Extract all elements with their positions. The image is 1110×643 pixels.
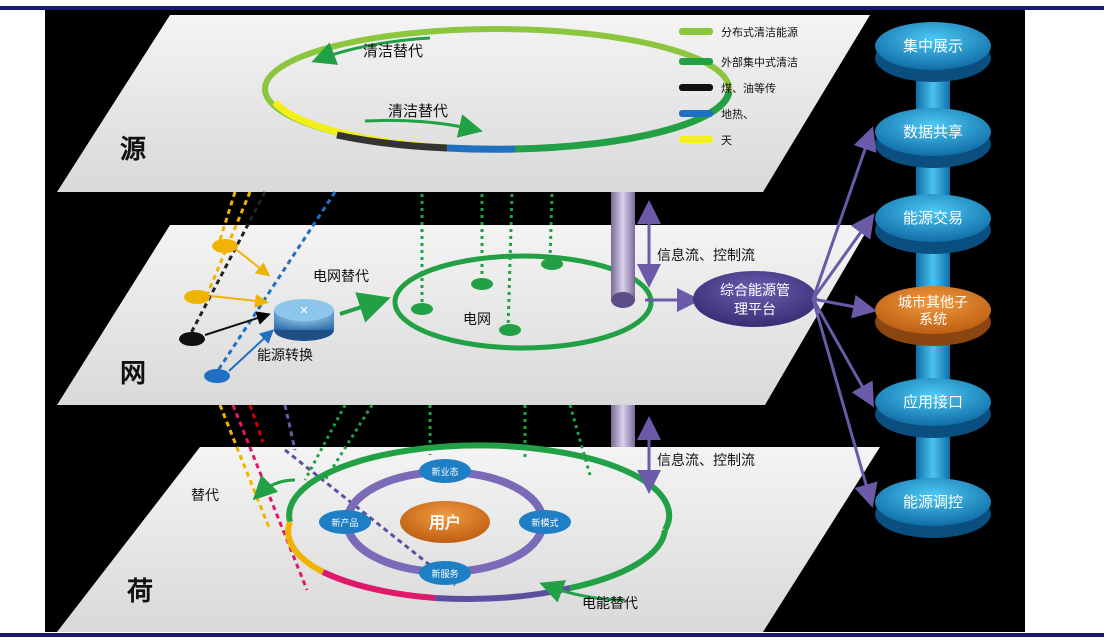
- load-substitution-left: 替代: [191, 488, 219, 504]
- column-item-label-0: 集中展示: [903, 37, 963, 55]
- source-plane: [57, 15, 870, 192]
- energy-conversion-label: 能源转换: [257, 347, 313, 364]
- layer-label-grid: 网: [120, 359, 146, 389]
- user-label: 用户: [429, 513, 461, 532]
- column-item-label-3-0: 城市其他子: [898, 294, 968, 311]
- satellite-nodes: [319, 459, 571, 585]
- grid-source-arrows: [204, 249, 274, 372]
- source-ring-label-top: 清洁替代: [363, 42, 423, 60]
- legend-label-3: 地热、: [721, 108, 754, 121]
- platform-to-column-arrows: [811, 126, 878, 508]
- grid-substitution-arrow: [339, 292, 391, 323]
- platform-arrow-2: [812, 294, 877, 319]
- platform-arrow-0: [811, 126, 877, 300]
- column-item-5: 能源调控: [875, 478, 991, 538]
- grid-ring-nodes: [411, 258, 563, 336]
- grid-substitution-label: 电网替代: [313, 269, 369, 285]
- grid-ring: [392, 253, 654, 351]
- info-flow-label-grid: 信息流、控制流: [657, 247, 755, 264]
- column-item-0: 集中展示: [875, 22, 991, 82]
- energy-platform-line1: 综合能源管: [720, 283, 790, 299]
- energy-platform-line2: 理平台: [734, 302, 776, 318]
- satellite-left: 新产品: [331, 517, 358, 529]
- energy-platform: [693, 271, 817, 327]
- legend-label-0: 分布式清洁能源: [721, 25, 798, 39]
- column-item-label-3-1: 系统: [919, 312, 947, 328]
- legend-swatch-2: [679, 84, 713, 91]
- column-item-label-4: 应用接口: [903, 393, 963, 411]
- load-left-arrow: [252, 474, 296, 501]
- legend-swatch-0: [679, 28, 713, 35]
- layer-label-load: 荷: [127, 577, 153, 607]
- grid-source-nodes: [179, 239, 238, 383]
- grid-to-load-lines: [218, 404, 592, 591]
- svg-text:✕: ✕: [299, 304, 308, 317]
- legend-label-1: 外部集中式清洁: [721, 55, 798, 69]
- info-flow-label-load: 信息流、控制流: [657, 452, 755, 469]
- top-rule: [0, 6, 1104, 10]
- satellite-right: 新模式: [531, 517, 558, 529]
- satellite-bottom: 新服务: [431, 568, 458, 580]
- electric-sub-arrow: [539, 580, 626, 603]
- column-item-label-2: 能源交易: [903, 209, 963, 227]
- platform-arrow-3: [811, 298, 874, 408]
- user-node: [400, 501, 490, 543]
- column-item-2: 能源交易: [875, 194, 991, 254]
- platform-arrow-4: [811, 298, 878, 508]
- legend-swatch-4: [679, 136, 713, 143]
- platform-arrow-1: [811, 213, 875, 300]
- legend-swatch-3: [679, 110, 713, 117]
- column-item-label-5: 能源调控: [903, 493, 963, 511]
- bottom-rule: [0, 633, 1104, 637]
- source-arrow-bottom: [364, 114, 483, 138]
- column-item-1: 数据共享: [875, 108, 991, 168]
- legend-label-2: 煤、油等传: [721, 81, 776, 95]
- column-item-4: 应用接口: [875, 378, 991, 438]
- source-ring: [262, 26, 733, 153]
- legend-swatch-1: [679, 58, 713, 65]
- source-ring-label-bottom: 清洁替代: [388, 102, 448, 120]
- column-item-label-1: 数据共享: [903, 123, 963, 141]
- source-arrow-top: [311, 36, 431, 65]
- diagram-canvas: 源 清洁替代 清洁替代 分布式清洁能源外部集中式清洁煤、油等传地热、天 网: [45, 10, 1025, 632]
- energy-conversion-router: ✕: [274, 299, 334, 341]
- layer-label-source: 源: [120, 135, 146, 165]
- grid-label: 电网: [463, 312, 491, 328]
- satellite-top: 新业态: [431, 466, 458, 478]
- legend-label-4: 天: [721, 134, 732, 147]
- electric-substitution-label: 电能替代: [582, 596, 638, 612]
